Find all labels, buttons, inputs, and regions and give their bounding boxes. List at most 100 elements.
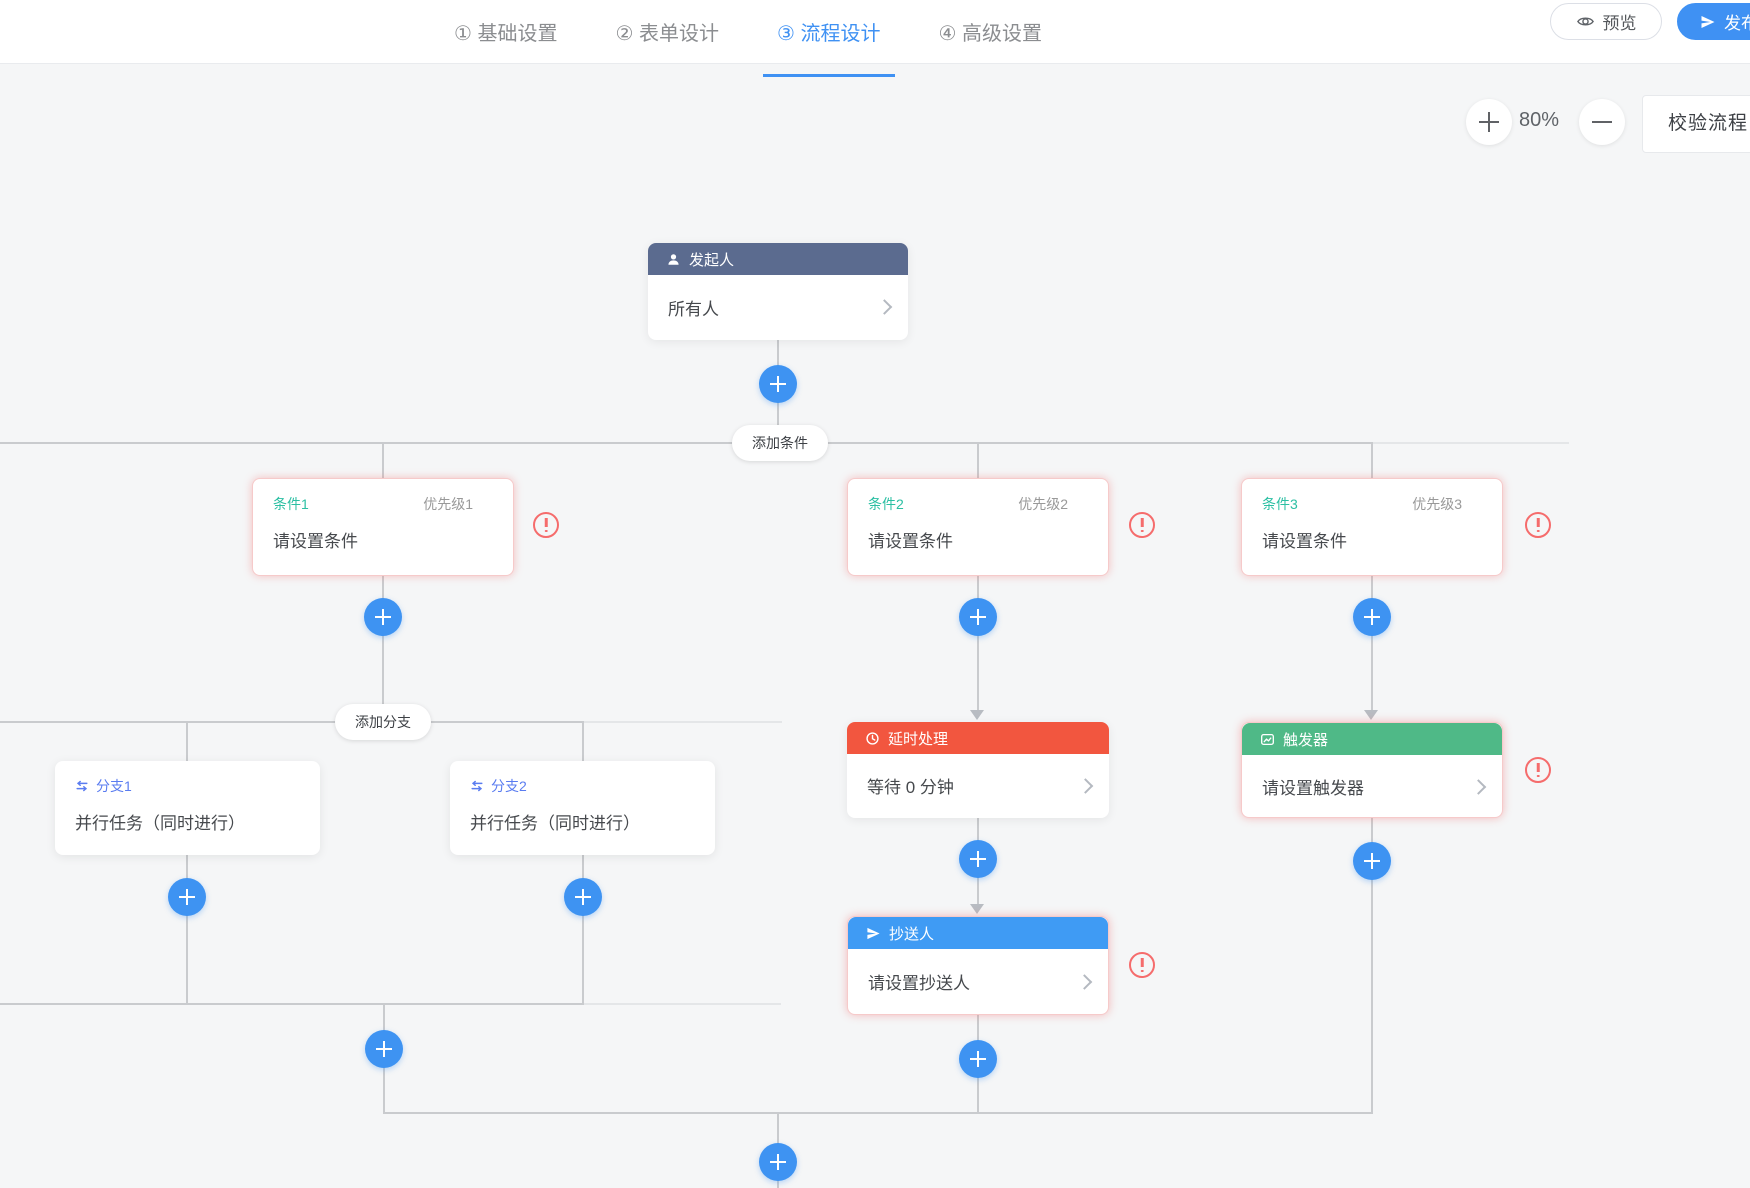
connector-condition3-down [1371, 576, 1373, 712]
publish-label: 发布 [1724, 14, 1750, 33]
tab-label: ④ 高级设置 [938, 23, 1043, 45]
plus-icon [770, 1161, 786, 1163]
add-node-button[interactable] [759, 365, 797, 403]
connector-drop-branch-1 [186, 721, 188, 763]
chevron-right-icon [876, 299, 893, 315]
condition-value: 请设置条件 [868, 532, 953, 551]
start-node-title: 发起人 [689, 251, 735, 269]
connector-drop-branch-2 [582, 721, 584, 763]
add-node-button[interactable] [364, 598, 402, 636]
start-node-value: 所有人 [668, 299, 719, 319]
connector-parallel-branch-line-ext [584, 721, 782, 723]
cc-node-body[interactable]: 请设置抄送人 [848, 949, 1108, 1014]
branch-value: 并行任务（同时进行） [75, 814, 245, 833]
connector-drop-condition-3 [1371, 442, 1373, 480]
arrowhead-icon [1364, 710, 1378, 720]
delay-node[interactable]: 延时处理 等待 0 分钟 [847, 722, 1109, 818]
add-node-button[interactable] [168, 878, 206, 916]
cc-node[interactable]: 抄送人 请设置抄送人 [847, 916, 1109, 1015]
step-tabs: ① 基础设置 ② 表单设计 ③ 流程设计 ④ 高级设置 [440, 0, 1056, 77]
condition-card-2[interactable]: 条件2 优先级2 请设置条件 [847, 478, 1109, 576]
connector-condition-branch-line-ext [1373, 442, 1569, 444]
tab-basic-settings[interactable]: ① 基础设置 [440, 0, 572, 77]
condition-card-1[interactable]: 条件1 优先级1 请设置条件 [252, 478, 514, 576]
plus-icon [770, 383, 786, 385]
connector-main-merge-line [383, 1112, 1373, 1114]
add-branch-button[interactable]: 添加分支 [335, 704, 431, 740]
add-node-button[interactable] [1353, 598, 1391, 636]
start-node-header: 发起人 [648, 243, 908, 275]
condition-priority: 优先级3 [1412, 496, 1462, 512]
branch-card-1[interactable]: 分支1 并行任务（同时进行） [55, 761, 320, 855]
cc-node-header: 抄送人 [848, 917, 1108, 949]
delay-node-header: 延时处理 [847, 722, 1109, 754]
warning-icon [1129, 952, 1155, 978]
publish-button[interactable]: 发布 [1677, 3, 1750, 40]
add-node-button[interactable] [959, 598, 997, 636]
start-node-body[interactable]: 所有人 [648, 275, 908, 339]
connector-branch-merge-line-ext [584, 1003, 781, 1005]
connector-parallel-branch-line [0, 721, 584, 723]
add-node-button[interactable] [759, 1143, 797, 1181]
connector-branch-merge-line [0, 1003, 584, 1005]
parallel-branch-icon [470, 779, 484, 793]
plus-icon [179, 896, 195, 898]
top-bar: ① 基础设置 ② 表单设计 ③ 流程设计 ④ 高级设置 预览 发布 [0, 0, 1750, 77]
trigger-node-body[interactable]: 请设置触发器 [1242, 755, 1502, 818]
trigger-icon [1260, 732, 1275, 747]
warning-icon [533, 512, 559, 538]
condition-name: 条件1 [273, 496, 309, 512]
preview-button[interactable]: 预览 [1550, 3, 1662, 40]
condition-priority: 优先级1 [423, 496, 473, 512]
active-tab-underline [763, 74, 895, 77]
tab-advanced-settings[interactable]: ④ 高级设置 [925, 0, 1057, 77]
branch-card-2[interactable]: 分支2 并行任务（同时进行） [450, 761, 715, 855]
connector-condition-branch-line [0, 442, 1373, 444]
trigger-node-header: 触发器 [1242, 723, 1502, 755]
arrowhead-icon [970, 710, 984, 720]
condition-card-3[interactable]: 条件3 优先级3 请设置条件 [1241, 478, 1503, 576]
validate-flow-button[interactable]: 校验流程 [1642, 95, 1750, 153]
plus-icon [970, 1058, 986, 1060]
parallel-branch-icon [75, 779, 89, 793]
tab-flow-design[interactable]: ③ 流程设计 [763, 0, 895, 77]
add-node-button[interactable] [1353, 842, 1391, 880]
connector-condition1-down [382, 574, 384, 724]
delay-node-body[interactable]: 等待 0 分钟 [847, 754, 1109, 817]
condition-name: 条件2 [868, 496, 904, 512]
delay-node-value: 等待 0 分钟 [867, 778, 954, 797]
clock-icon [865, 731, 880, 746]
zoom-in-button[interactable] [1466, 99, 1512, 145]
condition-name: 条件3 [1262, 496, 1298, 512]
plus-icon [575, 896, 591, 898]
add-condition-label: 添加条件 [752, 435, 808, 451]
branch-name-label: 分支1 [96, 778, 132, 794]
branch-name: 分支1 [75, 776, 132, 796]
tab-label: ③ 流程设计 [777, 23, 881, 45]
connector-drop-condition-1 [382, 442, 384, 480]
send-icon [866, 926, 881, 941]
trigger-node[interactable]: 触发器 请设置触发器 [1241, 722, 1503, 818]
chevron-right-icon [1076, 973, 1093, 990]
start-node[interactable]: 发起人 所有人 [648, 243, 908, 340]
add-node-button[interactable] [959, 1040, 997, 1078]
plus-icon [376, 1048, 392, 1050]
add-node-button[interactable] [564, 878, 602, 916]
plus-icon [970, 858, 986, 860]
connector-trigger-down [1371, 818, 1373, 1114]
arrowhead-icon [970, 904, 984, 914]
send-icon [1700, 14, 1716, 30]
delay-node-title: 延时处理 [888, 730, 949, 748]
tab-form-design[interactable]: ② 表单设计 [602, 0, 734, 77]
validate-flow-label: 校验流程 [1668, 113, 1749, 134]
add-node-button[interactable] [365, 1030, 403, 1068]
zoom-out-button[interactable] [1579, 99, 1625, 145]
add-node-button[interactable] [959, 840, 997, 878]
trigger-node-value: 请设置触发器 [1262, 779, 1364, 798]
person-icon [666, 252, 681, 267]
condition-value: 请设置条件 [1262, 532, 1347, 551]
plus-icon [1479, 121, 1499, 123]
branch-value: 并行任务（同时进行） [470, 814, 640, 833]
condition-value: 请设置条件 [273, 532, 358, 551]
add-condition-button[interactable]: 添加条件 [732, 425, 828, 461]
